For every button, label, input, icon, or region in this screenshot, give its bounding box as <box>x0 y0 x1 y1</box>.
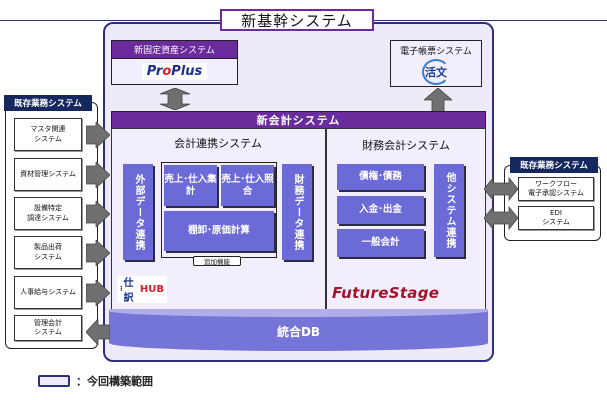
accounting-linkage-title: 会計連携システム <box>174 137 262 150</box>
right-arrow-icon <box>86 280 110 306</box>
legacy-system-workflow[interactable]: ワークフロー 電子承認システム <box>518 177 594 201</box>
external-data-link-block[interactable]: 外部データ連携 <box>123 164 153 260</box>
financial-accounting-title: 財務会計システム <box>362 139 450 152</box>
title-line-left <box>0 20 222 21</box>
legend-text: ：今回構築範囲 <box>76 375 153 388</box>
left-arrow-icon <box>86 319 110 345</box>
new-accounting-system-header: 新会計システム <box>111 111 486 129</box>
legacy-systems-right-title: 既存業務システム <box>510 157 598 173</box>
e-report-system-box[interactable]: 電子帳票システム 活文 <box>390 40 482 87</box>
double-arrow-icon <box>159 88 191 110</box>
receivables-payables-block[interactable]: 債権･債務 <box>337 164 424 190</box>
right-arrow-icon <box>86 201 110 227</box>
double-arrow-horizontal-icon <box>484 205 518 231</box>
legacy-systems-left-title: 既存業務システム <box>4 95 92 111</box>
panel-divider <box>325 128 327 312</box>
right-arrow-icon <box>86 162 110 188</box>
legend-swatch <box>38 375 70 387</box>
unified-database-label: 統合DB <box>276 324 321 339</box>
legacy-system-master[interactable]: マスタ関連 システム <box>14 118 82 151</box>
general-ledger-block[interactable]: 一般会計 <box>337 229 424 257</box>
right-arrow-icon <box>86 122 110 148</box>
proplus-logo: ProPlus <box>141 63 208 80</box>
cash-in-out-block[interactable]: 入金･出金 <box>337 196 424 224</box>
core-system-title: 新基幹システム <box>220 9 374 31</box>
double-arrow-horizontal-icon <box>484 176 518 202</box>
inventory-cost-calc-block[interactable]: 棚卸･原価計算 <box>164 211 274 251</box>
futurestage-logo: FutureStage <box>332 284 440 302</box>
legacy-system-equipment[interactable]: 設備特定 調達システム <box>14 197 82 230</box>
fixed-asset-system-box[interactable]: 新固定資産システム ProPlus <box>111 40 238 85</box>
legacy-system-shipping[interactable]: 製品出荷 システム <box>14 236 82 269</box>
katsubun-logo: 活文 <box>422 59 450 85</box>
e-report-system-title: 電子帳票システム <box>391 41 481 59</box>
legacy-system-edi[interactable]: EDI システム <box>518 206 594 230</box>
legacy-system-mgmt-accounting[interactable]: 管理会計 システム <box>14 315 82 341</box>
addon-functions-label: 追加機能 <box>193 256 241 266</box>
other-system-link-block[interactable]: 他システム連携 <box>434 164 464 257</box>
sales-purchase-match-block[interactable]: 売上･仕入照合 <box>221 165 274 206</box>
finance-data-link-block[interactable]: 財務データ連携 <box>282 164 312 260</box>
legacy-system-materials[interactable]: 資材管理システム <box>14 158 82 191</box>
legacy-system-hr-payroll[interactable]: 人事給与システム <box>14 276 82 309</box>
fixed-asset-system-title: 新固定資産システム <box>112 41 237 59</box>
unified-database[interactable]: 統合DB <box>109 309 488 351</box>
right-arrow-icon <box>86 240 110 266</box>
up-arrow-icon <box>424 88 452 112</box>
title-line-right <box>372 20 607 21</box>
sales-purchase-total-block[interactable]: 売上･仕入集計 <box>164 165 217 206</box>
